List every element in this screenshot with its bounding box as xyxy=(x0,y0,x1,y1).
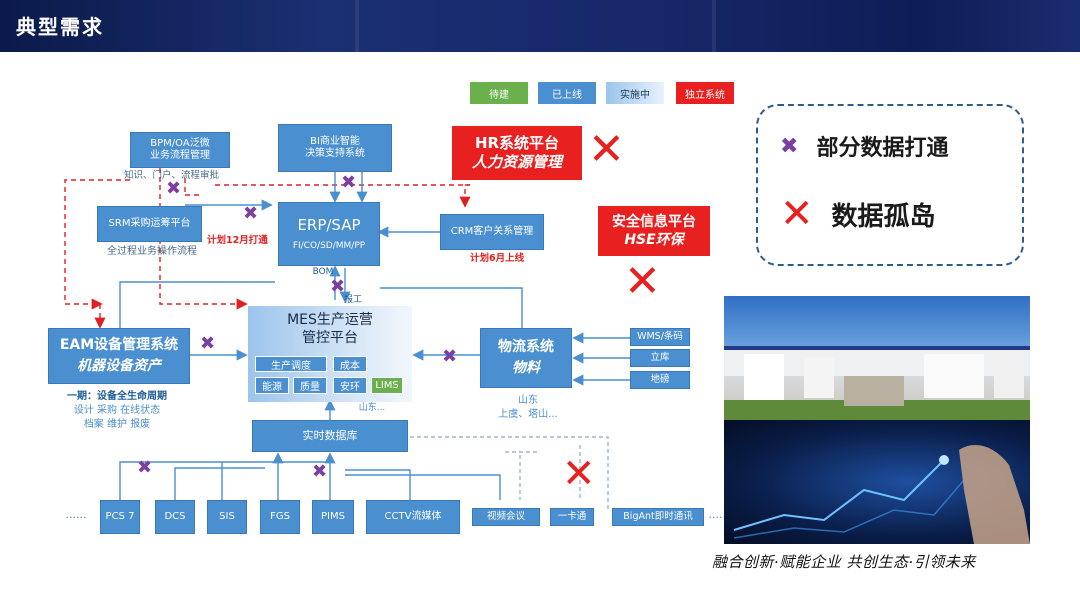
island-key-icon: ✕ xyxy=(780,194,814,234)
partial-mark-pims: ✖ xyxy=(312,461,327,482)
legend-implementing-label: 实施中 xyxy=(620,86,650,101)
bi-line2: 决策支持系统 xyxy=(305,148,365,161)
logistics-line1: 物流系统 xyxy=(498,339,554,357)
island-mark-safety: ✕ xyxy=(624,260,661,304)
mes-sub-lims: LIMS xyxy=(371,377,403,394)
partial-mark-srm: ✖ xyxy=(243,203,258,224)
partial-mark-logistics: ✖ xyxy=(442,346,457,367)
safety-line1: 安全信息平台 xyxy=(612,213,696,231)
logistics-system-box: 物流系统 物料 xyxy=(480,328,572,388)
srm-label: SRM采购运筹平台 xyxy=(109,218,191,231)
eam-note-line2: 设计 采购 在线状态 xyxy=(52,404,182,418)
srm-plan-note: 计划12月打通 xyxy=(207,232,268,246)
mes-line2: 管控平台 xyxy=(302,330,358,348)
digital-chart-hand-photo xyxy=(724,420,1030,544)
safety-system-box: 安全信息平台 HSE环保 xyxy=(598,206,710,256)
mes-sub-quality: 质量 xyxy=(293,377,327,394)
legend-standalone-label: 独立系统 xyxy=(685,86,725,101)
mes-location: 山东... xyxy=(352,402,392,415)
cctv-box: CCTV流媒体 xyxy=(366,500,460,534)
slogan: 融合创新·赋能企业 共创生态·引领未来 xyxy=(712,551,976,572)
eam-line1: EAM设备管理系统 xyxy=(60,337,178,355)
mes-sub-scheduling: 生产调度 xyxy=(255,356,327,372)
legend-online: 已上线 xyxy=(538,82,596,104)
sis-box: SIS xyxy=(207,500,247,534)
hr-system-box: HR系统平台 人力资源管理 xyxy=(452,126,582,180)
logistics-line2: 物料 xyxy=(512,360,540,378)
bi-system-box: BI商业智能 决策支持系统 xyxy=(278,124,392,172)
bpm-line2: 业务流程管理 xyxy=(150,150,210,163)
srm-system-box: SRM采购运筹平台 xyxy=(97,206,202,242)
partial-mark-eam: ✖ xyxy=(200,333,215,354)
partial-mark-pcs: ✖ xyxy=(137,457,152,478)
bi-line1: BI商业智能 xyxy=(310,136,360,149)
factory-building-photo xyxy=(724,296,1030,420)
card-system-box: 一卡通 xyxy=(550,508,594,526)
island-mark-bottom: ✕ xyxy=(562,454,596,494)
erp-system-box: ERP/SAP FI/CO/SD/MM/PP xyxy=(278,202,380,266)
crm-system-box: CRM客户关系管理 xyxy=(440,214,544,250)
partial-mark-erp-mes: ✖ xyxy=(330,276,345,297)
pcs7-box: PCS 7 xyxy=(100,500,140,534)
crm-label: CRM客户关系管理 xyxy=(451,226,534,239)
erp-title: ERP/SAP xyxy=(297,216,360,235)
crm-plan-note: 计划6月上线 xyxy=(470,250,524,264)
erp-modules: FI/CO/SD/MM/PP xyxy=(293,241,365,252)
logistics-note-line1: 山东 xyxy=(488,394,568,408)
fgs-box: FGS xyxy=(260,500,300,534)
logistics-note-line2: 上虞、塔山... xyxy=(488,408,568,422)
legend-standalone: 独立系统 xyxy=(676,82,734,104)
eam-note-line3: 档案 维护 报废 xyxy=(52,418,182,432)
mes-line1: MES生产运营 xyxy=(287,312,373,330)
bpm-line1: BPM/OA泛微 xyxy=(150,138,209,151)
mes-sub-energy: 能源 xyxy=(255,377,289,394)
mes-sub-cost: 成本 xyxy=(333,356,367,372)
eam-note-line1: 一期：设备全生命周期 xyxy=(52,390,182,404)
logistics-note: 山东 上虞、塔山... xyxy=(488,394,568,422)
mes-sub-safety: 安环 xyxy=(333,377,367,394)
safety-line2: HSE环保 xyxy=(624,231,683,249)
hr-line1: HR系统平台 xyxy=(475,134,559,154)
eam-line2: 机器设备资产 xyxy=(77,358,161,376)
video-conference-box: 视频会议 xyxy=(472,508,540,526)
legend-pending: 待建 xyxy=(470,82,528,104)
bpm-system-box: BPM/OA泛微 业务流程管理 xyxy=(130,132,230,168)
pims-box: PIMS xyxy=(312,500,354,534)
legend-pending-label: 待建 xyxy=(489,86,509,101)
srm-note: 全过程业务操作流程 xyxy=(92,245,212,259)
key-row-partial: ✖ 部分数据打通 xyxy=(780,130,948,162)
eam-system-box: EAM设备管理系统 机器设备资产 xyxy=(48,328,190,384)
legend-implementing: 实施中 xyxy=(606,82,664,104)
ellipsis-left: ······ xyxy=(56,510,96,525)
warehouse-box: 立库 xyxy=(630,349,690,367)
island-mark-hr: ✕ xyxy=(588,128,625,172)
dcs-box: DCS xyxy=(155,500,195,534)
key-row-island: ✕ 数据孤岛 xyxy=(780,194,936,234)
legend-online-label: 已上线 xyxy=(552,86,582,101)
weighbridge-box: 地磅 xyxy=(630,371,690,389)
partial-mark-bi: ✖ xyxy=(341,172,356,193)
partial-key-icon: ✖ xyxy=(780,134,798,159)
partial-mark-bpm: ✖ xyxy=(166,178,181,199)
island-key-label: 数据孤岛 xyxy=(832,196,936,233)
hr-line2: 人力资源管理 xyxy=(472,153,562,173)
bpm-note: 知识、门户、流程审批 xyxy=(124,169,264,182)
eam-note: 一期：设备全生命周期 设计 采购 在线状态 档案 维护 报废 xyxy=(52,390,182,432)
bigant-box: BigAnt即时通讯 xyxy=(612,508,704,526)
realtime-db-box: 实时数据库 xyxy=(252,420,408,452)
digital-chart-graphic xyxy=(724,420,1030,544)
key-panel: ✖ 部分数据打通 ✕ 数据孤岛 xyxy=(756,104,1024,266)
partial-key-label: 部分数据打通 xyxy=(816,130,948,162)
wms-barcode-box: WMS/条码 xyxy=(630,328,690,346)
